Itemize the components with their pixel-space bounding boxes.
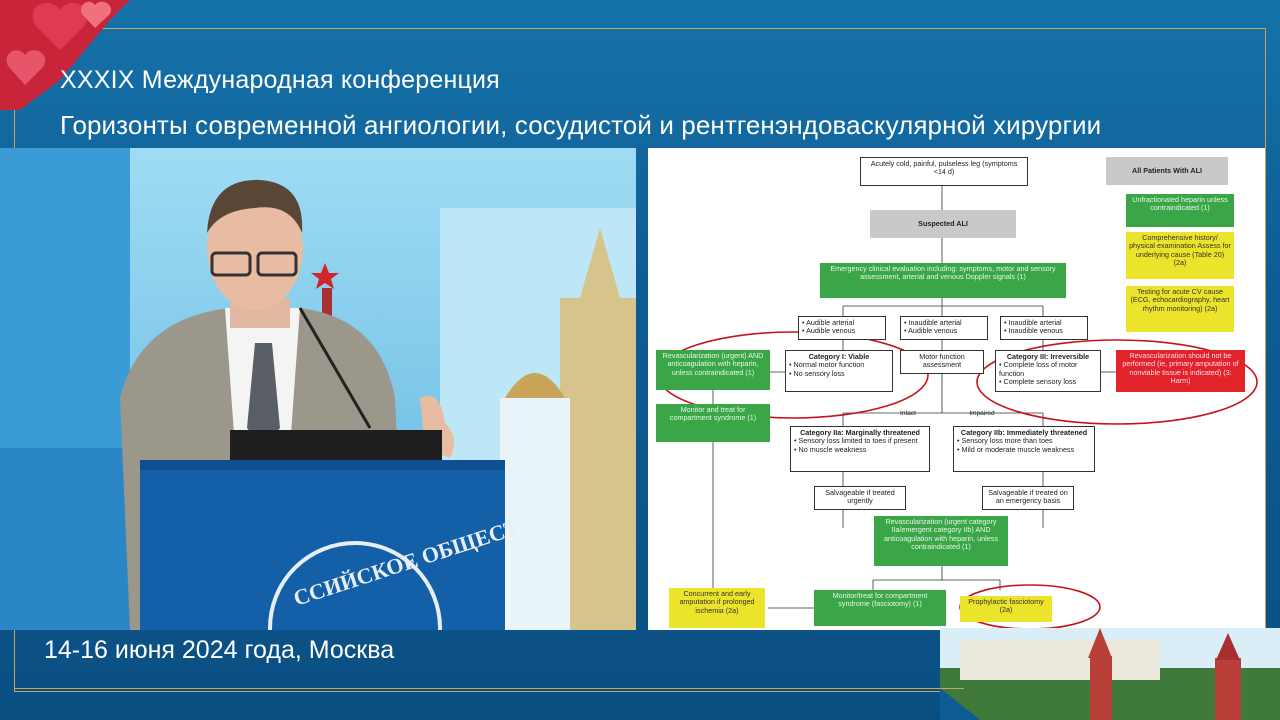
cat2a-line2: • No muscle weakness bbox=[794, 444, 867, 454]
box-unfractionated: Unfractionated heparin unless contraindi… bbox=[1126, 194, 1234, 227]
conference-title: XXXIX Международная конференция bbox=[60, 66, 500, 94]
audible-arterial: • Audible arterial bbox=[802, 318, 855, 327]
cat2b-title: Category IIb: Immediately threatened bbox=[960, 428, 1088, 437]
cat2b-line2: • Mild or moderate muscle weakness bbox=[957, 444, 1075, 454]
box-history: Comprehensive history/ physical examinat… bbox=[1126, 232, 1234, 279]
box-category-2a: Category IIa: Marginally threatened • Se… bbox=[790, 426, 930, 472]
cat1-line1: • Normal motor function bbox=[789, 360, 865, 370]
box-concurrent: Concurrent and early amputation if prolo… bbox=[669, 588, 765, 628]
audible-venous-2: • Audible venous bbox=[904, 326, 958, 336]
box-motor-assessment: Motor function assessment bbox=[900, 350, 984, 374]
box-category-3: Category III: Irreversible • Complete lo… bbox=[995, 350, 1101, 392]
box-doppler-3: • Inaudible arterial • Inaudible venous bbox=[1000, 316, 1088, 340]
box-all-patients: All Patients With ALI bbox=[1106, 157, 1228, 185]
presentation-slide: Acutely cold, painful, pulseless leg (sy… bbox=[648, 148, 1265, 630]
gold-border-bottom bbox=[14, 688, 964, 689]
cat1-line2: • No sensory loss bbox=[789, 368, 845, 378]
label-impaired: Impaired bbox=[969, 410, 995, 417]
box-doppler-1: • Audible arterial • Audible venous bbox=[798, 316, 886, 340]
box-prophylactic: Prophylactic fasciotomy (2a) bbox=[960, 596, 1052, 622]
label-intact: Intact bbox=[900, 410, 916, 417]
cat2b-line1: • Sensory loss more than toes bbox=[957, 436, 1053, 446]
hearts-decoration bbox=[0, 0, 130, 110]
kremlin-decoration bbox=[940, 628, 1280, 720]
box-category-2b: Category IIb: Immediately threatened • S… bbox=[953, 426, 1095, 472]
inaudible-venous-3: • Inaudible venous bbox=[1004, 326, 1063, 336]
box-emergency-eval: Emergency clinical evaluation including:… bbox=[820, 263, 1066, 298]
cat1-title: Category I: Viable bbox=[808, 352, 870, 361]
cat3-line1: • Complete loss of motor function bbox=[999, 360, 1078, 378]
box-monitor-2: Monitor/treat for compartment syndrome (… bbox=[814, 590, 946, 626]
box-revasc-not: Revascularization should not be performe… bbox=[1116, 350, 1245, 392]
inaudible-arterial: • Inaudible arterial bbox=[904, 318, 962, 327]
date-location: 14-16 июня 2024 года, Москва bbox=[44, 636, 395, 664]
box-revasc-urgent: Revascularization (urgent) AND anticoagu… bbox=[656, 350, 770, 390]
conference-subtitle: Горизонты современной ангиологии, сосуди… bbox=[60, 110, 1102, 140]
box-monitor-1: Monitor and treat for compartment syndro… bbox=[656, 404, 770, 442]
box-revasc-category: Revascularization (urgent category IIa/e… bbox=[874, 516, 1008, 566]
box-acutely-cold: Acutely cold, painful, pulseless leg (sy… bbox=[860, 157, 1028, 186]
box-salvageable-urgent: Salvageable if treated urgently bbox=[814, 486, 906, 510]
speaker-video: ССИЙСКОЕ ОБЩЕСТ bbox=[0, 148, 636, 630]
box-doppler-2: • Inaudible arterial • Audible venous bbox=[900, 316, 988, 340]
box-category-1: Category I: Viable • Normal motor functi… bbox=[785, 350, 893, 392]
box-salvageable-emergency: Salvageable if treated on an emergency b… bbox=[982, 486, 1074, 510]
cat3-line2: • Complete sensory loss bbox=[999, 377, 1077, 387]
cat3-title: Category III: Irreversible bbox=[1006, 352, 1090, 361]
box-testing-cv: Testing for acute CV cause (ECG, echocar… bbox=[1126, 286, 1234, 332]
cat2a-line1: • Sensory loss limited to toes if presen… bbox=[794, 436, 918, 446]
audible-venous: • Audible venous bbox=[802, 326, 856, 336]
speaker-scene: ССИЙСКОЕ ОБЩЕСТ bbox=[0, 148, 636, 630]
box-suspected-ali: Suspected ALI bbox=[870, 210, 1016, 238]
inaudible-arterial-3: • Inaudible arterial bbox=[1004, 318, 1062, 327]
cat2a-title: Category IIa: Marginally threatened bbox=[800, 428, 920, 437]
